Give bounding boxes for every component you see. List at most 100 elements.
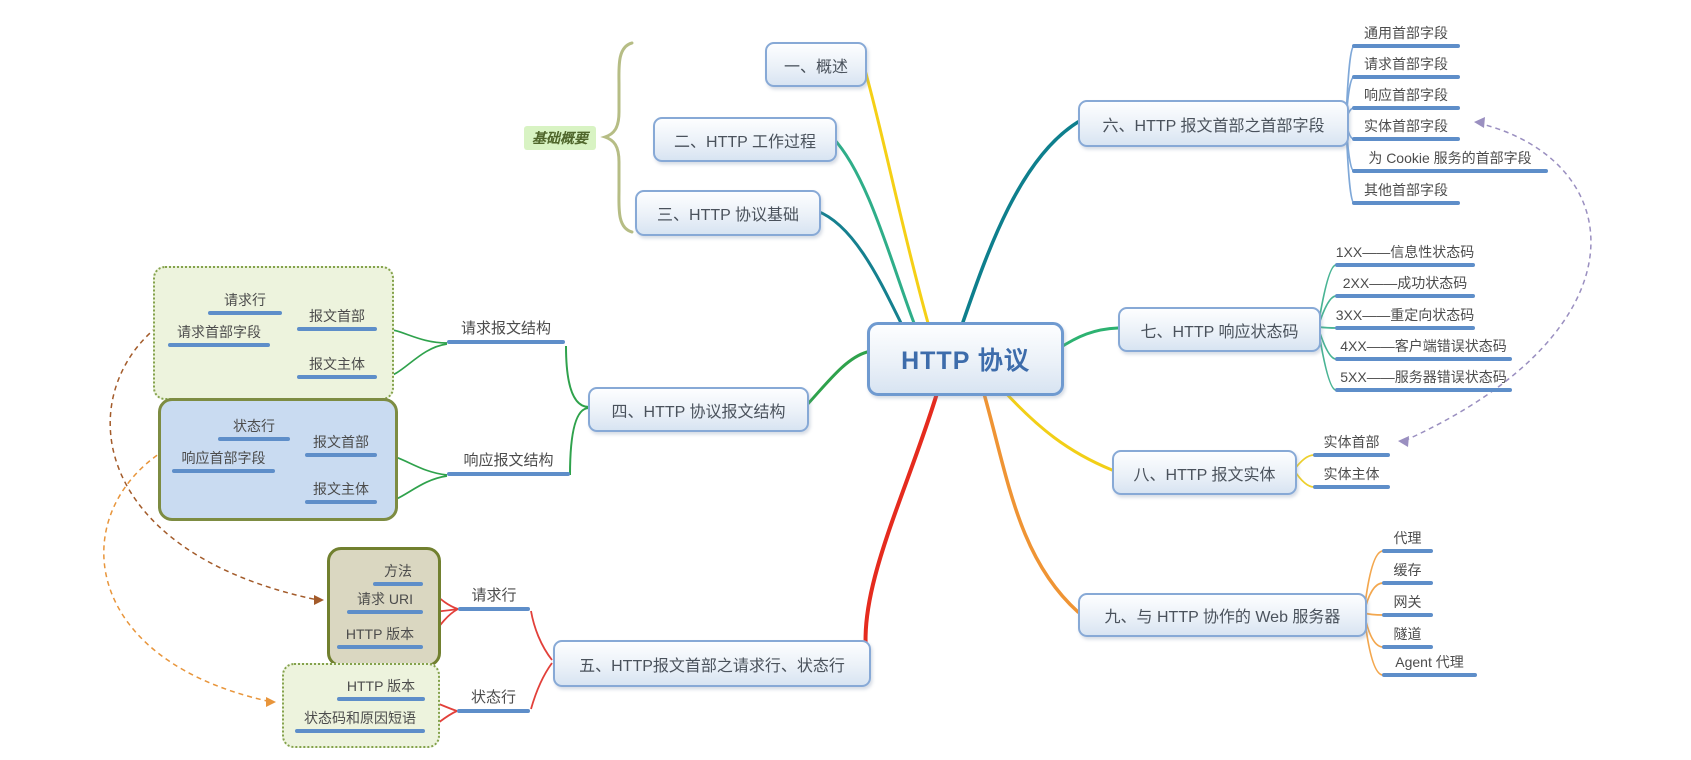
server-item-tunnel[interactable]: 隧道 — [1382, 625, 1433, 649]
underline — [1382, 581, 1433, 585]
server-item-cache[interactable]: 缓存 — [1382, 561, 1433, 585]
boundary-status-line-parts[interactable] — [282, 663, 440, 748]
topic-work-process[interactable]: 二、HTTP 工作过程 — [653, 117, 837, 162]
underline — [457, 709, 530, 713]
topic-status-codes[interactable]: 七、HTTP 响应状态码 — [1118, 307, 1321, 352]
topic-web-servers[interactable]: 九、与 HTTP 协作的 Web 服务器 — [1078, 593, 1367, 637]
underline — [172, 469, 275, 473]
underline — [218, 437, 290, 441]
topic-message-structure[interactable]: 四、HTTP 协议报文结构 — [588, 387, 809, 432]
status-code-item-5xx[interactable]: 5XX——服务器错误状态码 — [1335, 368, 1512, 392]
topic-overview[interactable]: 一、概述 — [765, 42, 867, 87]
response-header-topic[interactable]: 报文首部 — [305, 433, 377, 457]
underline — [1352, 201, 1460, 205]
summary-label-basics[interactable]: 基础概要 — [524, 126, 596, 150]
topic-status-codes-label: 七、HTTP 响应状态码 — [1140, 323, 1299, 341]
request-header-fields-topic[interactable]: 请求首部字段 — [168, 323, 270, 347]
request-body-topic[interactable]: 报文主体 — [297, 355, 377, 379]
server-item-gateway[interactable]: 网关 — [1382, 593, 1433, 617]
underline — [1382, 645, 1433, 649]
underline — [1382, 673, 1477, 677]
status-code-item-4xx[interactable]: 4XX——客户端错误状态码 — [1335, 337, 1512, 361]
underline — [1335, 294, 1475, 298]
underline — [208, 311, 282, 315]
topic-protocol-basics-label: 三、HTTP 协议基础 — [657, 207, 799, 224]
header-field-item-request[interactable]: 请求首部字段 — [1352, 55, 1460, 79]
response-header-fields-topic[interactable]: 响应首部字段 — [172, 449, 275, 473]
underline — [337, 697, 425, 701]
root-topic[interactable]: HTTP 协议 — [867, 322, 1064, 396]
connector-fan-structure — [565, 345, 590, 476]
underline — [1313, 485, 1390, 489]
underline — [305, 500, 377, 504]
connector-branch-7 — [1056, 326, 1120, 351]
header-field-item-cookie[interactable]: 为 Cookie 服务的首部字段 — [1352, 149, 1548, 173]
server-item-proxy[interactable]: 代理 — [1382, 529, 1433, 553]
topic-entity-label: 八、HTTP 报文实体 — [1133, 466, 1276, 484]
connector-branch-2 — [831, 136, 916, 325]
request-header-topic[interactable]: 报文首部 — [297, 307, 377, 331]
http-version-status-topic[interactable]: HTTP 版本 — [337, 677, 425, 701]
subtopic-request-line[interactable]: 请求行 — [458, 587, 530, 611]
entity-body-topic[interactable]: 实体主体 — [1313, 465, 1390, 489]
connector-branch-1 — [861, 61, 930, 325]
topic-header-fields[interactable]: 六、HTTP 报文首部之首部字段 — [1078, 100, 1349, 147]
status-code-item-3xx[interactable]: 3XX——重定向状态码 — [1335, 306, 1475, 330]
request-line-topic[interactable]: 请求行 — [208, 291, 282, 315]
topic-protocol-basics[interactable]: 三、HTTP 协议基础 — [635, 190, 821, 236]
response-body-topic[interactable]: 报文主体 — [305, 480, 377, 504]
method-topic[interactable]: 方法 — [373, 562, 423, 586]
header-field-item-other[interactable]: 其他首部字段 — [1352, 181, 1460, 205]
topic-work-process-label: 二、HTTP 工作过程 — [674, 133, 816, 151]
topic-start-lines[interactable]: 五、HTTP报文首部之请求行、状态行 — [553, 640, 871, 687]
underline — [297, 375, 377, 379]
connector-branch-8 — [1001, 388, 1114, 472]
underline — [168, 343, 270, 347]
underline — [1335, 326, 1475, 330]
underline — [1335, 357, 1512, 361]
server-item-agent[interactable]: Agent 代理 — [1382, 653, 1477, 677]
connector-branch-6 — [961, 120, 1080, 324]
topic-overview-label: 一、概述 — [783, 58, 848, 76]
topic-header-fields-label: 六、HTTP 报文首部之首部字段 — [1102, 117, 1325, 135]
topic-start-lines-label: 五、HTTP报文首部之请求行、状态行 — [579, 657, 845, 675]
underline — [1313, 453, 1390, 457]
status-line-topic[interactable]: 状态行 — [218, 417, 290, 441]
underline — [347, 610, 423, 614]
underline — [297, 327, 377, 331]
underline — [1382, 549, 1433, 553]
status-code-item-2xx[interactable]: 2XX——成功状态码 — [1335, 274, 1475, 298]
connector-branch-5 — [863, 388, 940, 661]
underline — [1352, 169, 1548, 173]
subtopic-status-line[interactable]: 状态行 — [457, 689, 530, 713]
connector-fan-entity — [1293, 454, 1315, 488]
http-version-request-topic[interactable]: HTTP 版本 — [337, 625, 423, 649]
topic-message-structure-label: 四、HTTP 协议报文结构 — [611, 403, 786, 421]
underline — [1382, 613, 1433, 617]
root-topic-label: HTTP 协议 — [901, 347, 1030, 375]
topic-entity[interactable]: 八、HTTP 报文实体 — [1112, 450, 1297, 495]
entity-header-topic[interactable]: 实体首部 — [1313, 433, 1390, 457]
header-field-item-response[interactable]: 响应首部字段 — [1352, 86, 1460, 110]
request-uri-topic[interactable]: 请求 URI — [347, 590, 423, 614]
status-code-reason-topic[interactable]: 状态码和原因短语 — [295, 709, 425, 733]
underline — [1335, 263, 1475, 267]
summary-brace — [600, 41, 634, 234]
header-field-item-entity[interactable]: 实体首部字段 — [1352, 117, 1460, 141]
underline — [295, 729, 425, 733]
header-field-item-general[interactable]: 通用首部字段 — [1352, 24, 1460, 48]
underline — [1352, 44, 1460, 48]
subtopic-response-structure[interactable]: 响应报文结构 — [447, 452, 570, 476]
connector-branch-4 — [804, 350, 869, 408]
connector-branch-3 — [815, 209, 903, 325]
underline — [1335, 388, 1512, 392]
subtopic-request-structure[interactable]: 请求报文结构 — [447, 320, 565, 344]
underline — [337, 645, 423, 649]
underline — [447, 472, 570, 476]
underline — [458, 607, 530, 611]
relationship-entity-arrowheads — [1398, 117, 1485, 447]
connector-branch-9 — [981, 388, 1080, 614]
status-code-item-1xx[interactable]: 1XX——信息性状态码 — [1335, 243, 1475, 267]
underline — [447, 340, 565, 344]
